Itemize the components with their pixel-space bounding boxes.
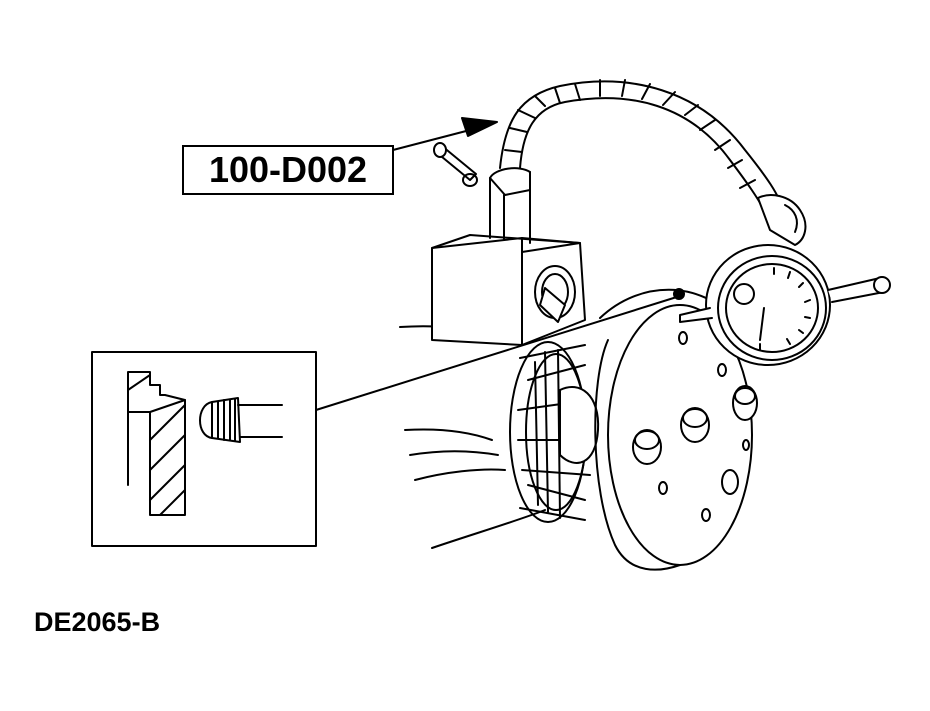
detail-leader-line [315,295,681,411]
flexible-arm [499,79,807,246]
tool-number-label: 100-D002 [182,145,394,195]
label-leader-line [392,129,471,151]
figure-id-label: DE2065-B [34,607,161,637]
flywheel-plate [594,288,758,571]
shaft-hub [399,325,600,549]
detail-inset [91,351,317,547]
dial-indicator [673,244,891,366]
magnetic-base [431,142,586,346]
leader-arrowhead [461,117,498,137]
